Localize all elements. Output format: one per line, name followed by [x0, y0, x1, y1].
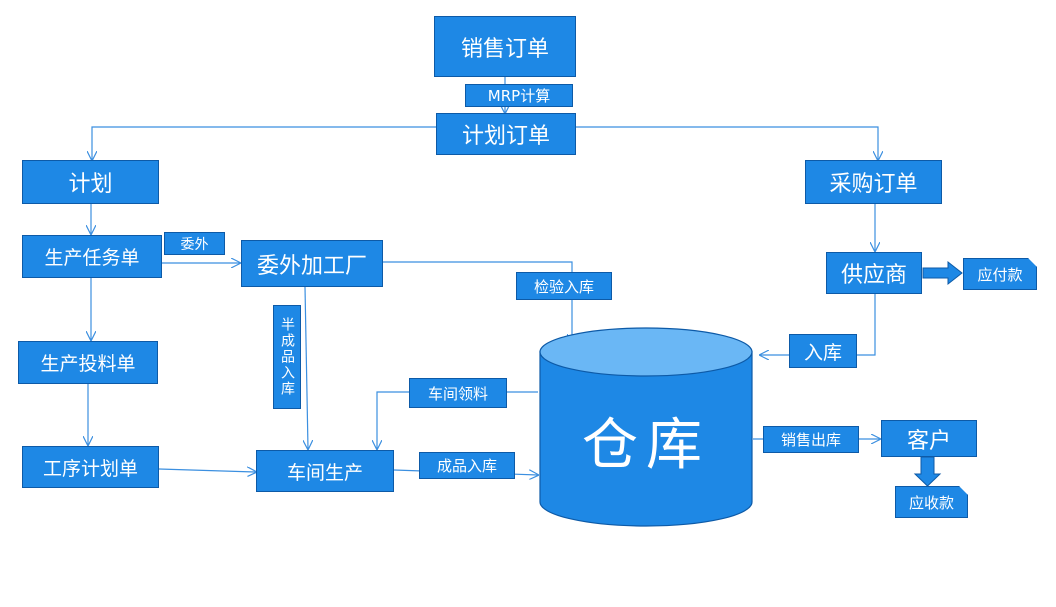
outsource-label: 委外: [164, 232, 225, 255]
plan-order-node: 计划订单: [436, 113, 576, 155]
workshop-production-node: 车间生产: [256, 450, 394, 492]
block-arrow-supplier-to-payable: [922, 260, 963, 286]
arrow-process-to-workshop: [158, 469, 256, 472]
sales-order-node: 销售订单: [434, 16, 576, 77]
arrow-plan-order-to-purchase: [576, 126, 878, 160]
stock-in-label: 入库: [789, 334, 857, 368]
payable-node: 应付款: [963, 258, 1037, 290]
plan-node: 计划: [22, 160, 159, 204]
inspection-stock-in-label: 检验入库: [516, 272, 612, 300]
supplier-node: 供应商: [826, 252, 922, 294]
warehouse-cylinder: [539, 327, 753, 527]
arrow-outsource-to-warehouse: [383, 261, 572, 343]
workshop-picking-label: 车间领料: [409, 378, 507, 408]
purchase-order-node: 采购订单: [805, 160, 942, 204]
finished-stock-in-label: 成品入库: [419, 452, 515, 479]
production-task-node: 生产任务单: [22, 235, 162, 278]
arrow-plan-order-to-plan: [92, 126, 436, 160]
process-plan-node: 工序计划单: [22, 446, 159, 488]
mrp-calc-label: MRP计算: [465, 84, 573, 107]
production-feed-node: 生产投料单: [18, 341, 158, 384]
semi-finished-stock-in-label: 半成品入库: [273, 305, 301, 409]
receivable-node: 应收款: [895, 486, 968, 518]
customer-node: 客户: [881, 420, 977, 457]
block-arrow-customer-to-receivable: [913, 456, 942, 487]
warehouse-label: 仓库: [582, 412, 710, 478]
sales-out-label: 销售出库: [763, 426, 859, 453]
outsource-factory-node: 委外加工厂: [241, 240, 383, 287]
arrow-outsource-to-workshop: [305, 286, 308, 449]
